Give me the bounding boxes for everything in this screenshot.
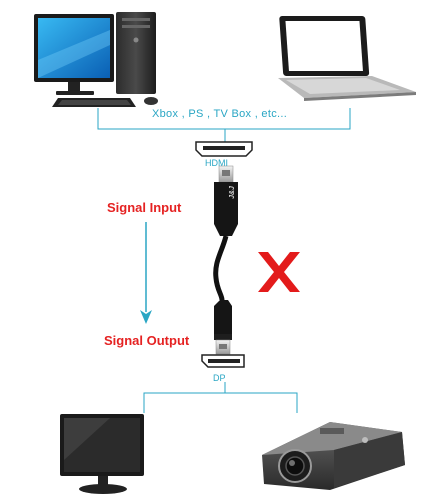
hdmi-label: HDMI [205,158,228,168]
top-bracket [97,108,351,143]
projector-icon [262,422,405,490]
hdmi-port-icon [195,141,253,157]
dp-label: DP [213,373,226,383]
cross-icon [258,252,300,292]
bottom-bracket [143,382,298,413]
laptop-icon [278,16,416,101]
devices-label: Xbox , PS , TV Box , etc... [152,108,288,120]
signal-input-label: Signal Input [107,200,182,215]
brand-label: J&J [228,186,236,199]
desktop-computer-icon [34,12,158,107]
arrow-down-icon [140,222,152,324]
signal-output-label: Signal Output [104,333,190,348]
adapter-cable [213,165,238,355]
monitor-icon [60,414,144,494]
dp-port-icon [201,354,245,368]
